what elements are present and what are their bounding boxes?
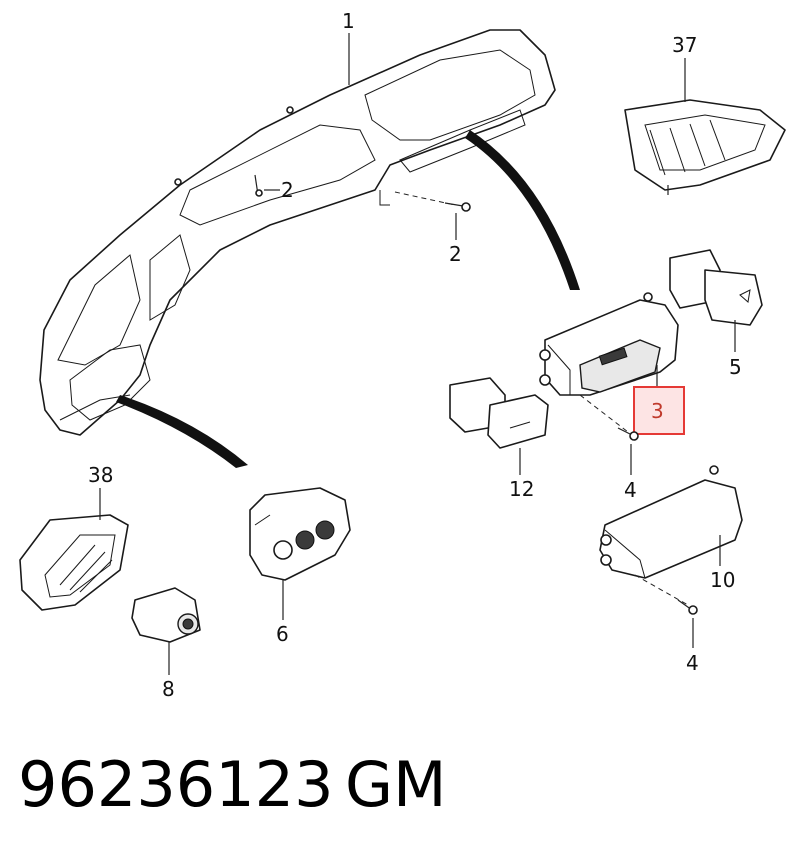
- callout-2a: 2: [281, 178, 294, 202]
- callout-2b: 2: [449, 242, 462, 266]
- part-37-air-vent: [624, 99, 786, 195]
- callout-8: 8: [162, 677, 175, 701]
- callout-37: 37: [672, 33, 697, 57]
- callout-38: 38: [88, 463, 113, 487]
- part-5-hazard-switch: [669, 249, 763, 326]
- callout-6: 6: [276, 622, 289, 646]
- highlight-box-3: [633, 386, 685, 435]
- swoosh-arrow-lower: [116, 395, 248, 468]
- part-3-clock-display: [539, 292, 679, 396]
- callout-10: 10: [710, 568, 735, 592]
- screw-4a: [617, 427, 639, 441]
- part-1-instrument-panel: [39, 29, 556, 436]
- part-6-light-switch: [249, 487, 351, 581]
- part-12-switch: [449, 377, 549, 449]
- part-number: 96236123: [18, 748, 334, 821]
- callout-3: 3: [651, 399, 664, 423]
- callout-4a: 4: [624, 478, 637, 502]
- swoosh-arrow-upper: [465, 130, 580, 290]
- callout-1: 1: [342, 9, 355, 33]
- part-38-air-vent: [19, 514, 129, 611]
- callout-12: 12: [509, 477, 534, 501]
- part-8-switch: [131, 587, 201, 643]
- screw-2a: [254, 174, 263, 197]
- callout-4b: 4: [686, 651, 699, 675]
- part-10-module: [599, 465, 743, 579]
- callout-5: 5: [729, 355, 742, 379]
- screw-2b: [394, 191, 471, 212]
- brand-name: GM: [345, 748, 447, 821]
- screw-4b: [677, 599, 698, 615]
